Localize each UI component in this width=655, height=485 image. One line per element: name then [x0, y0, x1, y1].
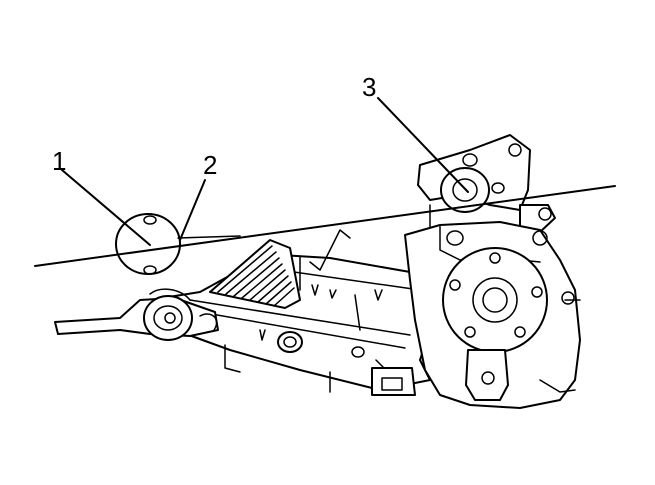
ribbed-stiffener-plate	[209, 239, 301, 309]
lower-control-arm	[54, 288, 219, 341]
front-mount-bracket	[417, 134, 556, 241]
callout-number-1: 1	[52, 146, 66, 176]
leader-line-1	[61, 169, 151, 246]
reference-line	[34, 185, 616, 267]
leader-line-2	[179, 179, 206, 241]
callout-number-2: 2	[203, 150, 217, 180]
wheel-hub-knuckle	[404, 221, 581, 409]
leader-line-3	[377, 97, 469, 193]
rear-mount-bushing	[115, 213, 241, 275]
callout-number-3: 3	[362, 72, 376, 102]
retainer-clip	[371, 359, 416, 396]
